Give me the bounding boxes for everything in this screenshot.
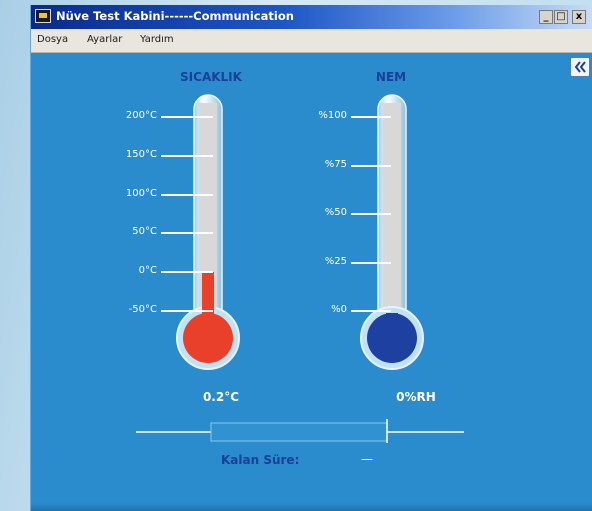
temperature-reading: 0.2°C xyxy=(202,390,240,404)
temperature-tick-mark xyxy=(161,116,213,118)
remaining-time-progress xyxy=(136,419,464,443)
remaining-time-label: Kalan Süre: xyxy=(221,453,300,467)
temperature-tick-label: 200°C xyxy=(125,110,157,121)
humidity-tick-label: %25 xyxy=(324,255,347,267)
temperature-title: SICAKLIK xyxy=(180,70,242,84)
collapse-panel-button[interactable] xyxy=(570,57,590,77)
humidity-tick-label: %75 xyxy=(324,158,347,170)
temperature-tick-mark xyxy=(161,193,213,196)
window-bottom-edge xyxy=(31,503,592,511)
temperature-tick-label: 150°C xyxy=(125,148,157,160)
humidity-tick-mark xyxy=(351,310,391,312)
temperature-tick-mark xyxy=(161,232,213,235)
close-button[interactable]: x xyxy=(572,10,586,24)
progress-bar xyxy=(210,422,388,442)
temperature-tick-label: -50°C xyxy=(128,304,157,315)
menu-item-yardim[interactable]: Yardım xyxy=(140,34,174,45)
temperature-tick-label: 100°C xyxy=(125,187,157,199)
menu-bar: Dosya Ayarlar Yardım xyxy=(31,29,592,53)
remaining-time-value: — xyxy=(361,452,373,466)
humidity-tick-mark xyxy=(351,116,391,118)
humidity-title: NEM xyxy=(375,70,407,84)
menu-item-dosya[interactable]: Dosya xyxy=(37,34,69,45)
humidity-tick-mark xyxy=(351,213,391,215)
humidity-tick-label: %0 xyxy=(331,304,347,315)
temperature-tick-mark xyxy=(161,271,213,274)
humidity-tick-mark xyxy=(351,261,391,264)
title-bar[interactable]: Nüve Test Kabini------Communication _ □ … xyxy=(31,5,592,29)
app-window-icon[interactable] xyxy=(35,9,51,23)
humidity-thermometer xyxy=(360,94,424,370)
thermometer-inner-tube xyxy=(199,103,217,323)
humidity-tick-label: %50 xyxy=(324,207,347,218)
window-title: Nüve Test Kabini------Communication xyxy=(56,9,294,23)
humidity-bulb xyxy=(367,313,417,363)
minimize-button[interactable]: _ xyxy=(539,10,553,24)
temperature-bulb xyxy=(183,313,233,363)
thermometer-inner-tube xyxy=(383,103,401,323)
humidity-tick-label: %100 xyxy=(318,110,347,121)
menu-item-ayarlar[interactable]: Ayarlar xyxy=(87,34,123,45)
humidity-reading: 0%RH xyxy=(396,390,436,404)
temperature-tick-mark xyxy=(161,154,213,157)
temperature-tick-label: 50°C xyxy=(132,226,157,238)
humidity-tick-mark xyxy=(351,164,391,167)
temperature-tick-label: 0°C xyxy=(138,265,157,277)
temperature-fill xyxy=(202,272,214,319)
temperature-tick-mark xyxy=(161,310,213,312)
app-window: Nüve Test Kabini------Communication _ □ … xyxy=(30,5,592,511)
maximize-button[interactable]: □ xyxy=(554,10,568,24)
double-chevron-left-icon xyxy=(574,61,586,73)
